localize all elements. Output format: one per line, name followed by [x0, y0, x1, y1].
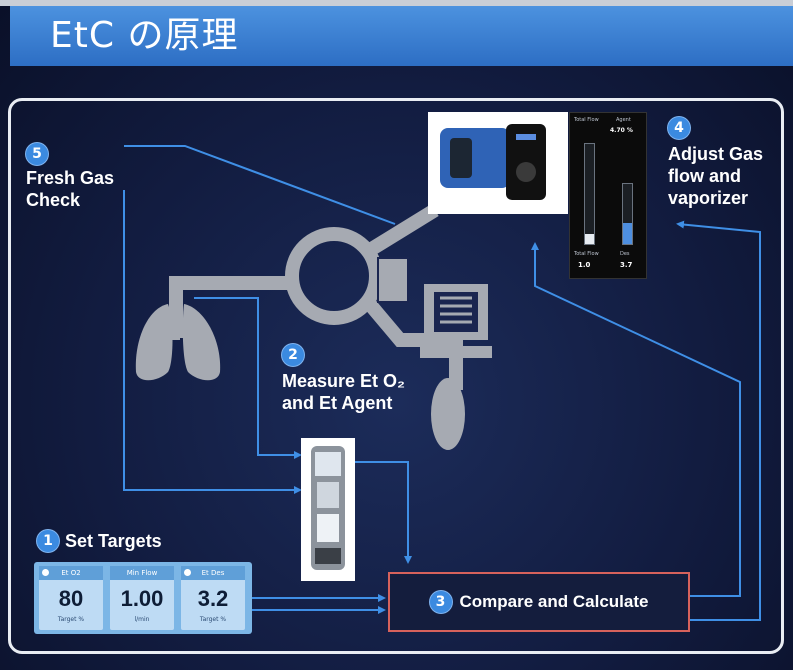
target-tile-unit: l/min	[134, 616, 150, 623]
step-3-label: Compare and Calculate	[459, 592, 649, 611]
target-tile-value: 80	[58, 586, 84, 611]
step-5-fresh-gas-check: 5 Fresh Gas Check	[26, 143, 114, 211]
top-strip	[0, 0, 793, 6]
screen-agent-label: Agent	[616, 117, 631, 123]
gas-module-image	[301, 438, 355, 581]
vaporizer-icon	[440, 124, 546, 200]
target-tile-header: Min Flow	[110, 566, 174, 580]
target-tile-value: 3.2	[197, 586, 229, 611]
flow-arrows	[123, 145, 761, 621]
diagram-panel	[8, 98, 784, 654]
target-tile-value: 1.00	[120, 586, 164, 611]
step-1-number: 1	[37, 530, 59, 552]
agent-bar	[622, 183, 633, 245]
bag-icon	[431, 378, 465, 450]
total-flow-bar-fill	[585, 234, 594, 244]
selected-dot-icon	[184, 569, 191, 576]
step-3-number: 3	[429, 591, 452, 613]
step-4-number: 4	[668, 117, 690, 139]
valve-icon	[377, 257, 409, 303]
target-tile-min-flow[interactable]: Min Flow 1.00 l/min	[110, 566, 174, 630]
selected-dot-icon	[42, 569, 49, 576]
screen-flow-label: Total Flow	[574, 117, 599, 123]
lungs-icon	[135, 290, 221, 381]
target-tile-unit: Target %	[199, 616, 227, 623]
co2-absorber-icon	[420, 284, 492, 358]
screen-agent-value: 4.70 %	[610, 127, 633, 134]
target-tile-unit: Target %	[57, 616, 85, 623]
step-5-label: Fresh Gas Check	[26, 168, 115, 210]
screen-bottom-agent-value: 3.7	[620, 261, 633, 269]
target-tile-header: Et Des	[181, 566, 245, 580]
target-tile-header: Et O2	[39, 566, 103, 580]
compare-and-calculate-box: 3 Compare and Calculate	[388, 572, 690, 632]
step-1-set-targets: 1 Set Targets	[37, 530, 162, 552]
step-2-number: 2	[282, 344, 304, 366]
gas-module-icon	[311, 446, 345, 570]
agent-bar-fill	[623, 223, 632, 244]
step-5-number: 5	[26, 143, 48, 165]
flow-screen: Total Flow Agent 4.70 % Total Flow 1.0 D…	[569, 112, 647, 279]
page-title: EtC の原理	[50, 15, 239, 56]
screen-bottom-flow-value: 1.0	[578, 261, 591, 269]
step-4-label: Adjust Gas flow and vaporizer	[668, 144, 764, 208]
step-2-measure: 2 Measure Et O₂ and Et Agent	[282, 344, 405, 414]
vaporizer-image	[428, 112, 568, 214]
target-tile-et-des[interactable]: Et Des 3.2 Target %	[181, 566, 245, 630]
step-2-label: Measure Et O₂ and Et Agent	[282, 371, 406, 413]
targets-panel: Et O2 80 Target % Min Flow 1.00 l/min Et…	[34, 562, 252, 634]
slide-header: EtC の原理	[10, 6, 793, 66]
step-1-label: Set Targets	[65, 531, 162, 551]
screen-bottom-agent-label: Des	[620, 251, 630, 257]
target-tile-et-o2[interactable]: Et O2 80 Target %	[39, 566, 103, 630]
step-4-adjust: 4 Adjust Gas flow and vaporizer	[668, 117, 763, 209]
screen-bottom-flow-label: Total Flow	[574, 251, 599, 257]
total-flow-bar	[584, 143, 595, 245]
